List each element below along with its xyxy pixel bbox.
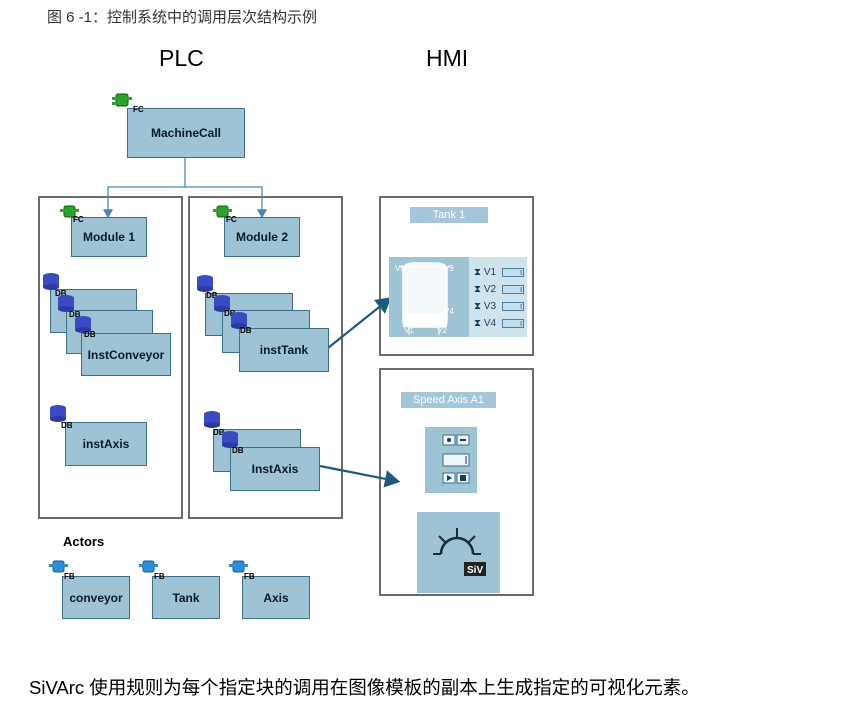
hmi-tank-frame [379,196,534,356]
database-icon [204,411,220,428]
actor-conveyor-block: conveyor [62,576,130,619]
valve-icon: ⧗ [474,267,482,278]
tank-label-v3: V3 [444,264,454,273]
database-icon [75,316,91,333]
fb-icon [49,560,68,573]
database-icon [214,295,230,312]
module1-label: Module 1 [82,230,135,244]
valve-icon: ⧗ [474,301,482,312]
database-icon [222,431,238,448]
hmi-axis-frame [379,368,534,596]
module2-frame [188,196,343,519]
tank-label-v5: V5 [395,264,405,273]
valve-value-field[interactable]: I [502,302,525,311]
database-icon [231,312,247,329]
db-icon-label: DB [61,421,73,430]
valve-label: V4 [483,318,497,329]
axis-screen-title: Speed Axis A1 [401,392,496,408]
axis-control-faceplate [425,427,477,493]
database-icon [58,295,74,312]
instaxis-block: instAxis [65,422,147,466]
db-icon-label: DB [232,446,244,455]
fc-icon-label: FC [133,105,144,114]
valve-label: V2 [483,284,497,295]
db-icon-label: DB [206,291,218,300]
valve-value-field[interactable]: I [502,319,525,328]
fc-icon-label: FC [73,215,84,224]
figure-caption: 图 6 -1：控制系统中的调用层次结构示例 [47,9,318,26]
database-icon [43,273,59,290]
call-line-module2 [185,186,268,219]
db-icon-label: DB [69,310,81,319]
module2-label: Module 2 [235,230,288,244]
instconveyor-block: InstConveyor [81,333,171,376]
valve-value-field[interactable]: I [502,285,525,294]
tank-label-v4: V4 [444,307,454,316]
actor-tank-block: Tank [152,576,220,619]
arrow-axis-to-hmi [319,464,401,488]
tank-vessel-icon [389,257,469,337]
siv-logo: SiV [467,565,484,576]
footer-text: SiVArc 使用规则为每个指定块的调用在图像模板的副本上生成指定的可视化元素。 [29,677,700,698]
actor-axis-block: Axis [242,576,310,619]
arrow-tank-to-hmi [327,297,392,349]
actors-label: Actors [63,534,105,549]
database-icon [197,275,213,292]
plc-title: PLC [159,45,204,71]
db-icon-label: DB [84,330,96,339]
insttank-label: instTank [259,343,309,357]
valve-label: V3 [483,301,497,312]
insttank-block: instTank [239,328,329,372]
instaxis-right-block: InstAxis [230,447,320,491]
valve-icon: ⧗ [474,318,482,329]
module1-frame [38,196,183,519]
call-line-module1 [102,158,186,219]
db-icon-label: DB [240,326,252,335]
module2-block: Module 2 [224,217,300,257]
fc-icon [60,205,79,218]
speed-knob-icon [417,512,500,593]
fc-icon [213,205,232,218]
database-icon [50,405,66,422]
tank-label-v2: V2 [437,326,447,335]
machinecall-label: MachineCall [150,126,222,140]
actor-axis-label: Axis [263,590,289,605]
fb-icon-label: FB [244,572,255,581]
valve-row: ⧗ V3 I [474,301,525,312]
actor-conveyor-label: conveyor [69,590,123,605]
valve-row: ⧗ V2 I [474,284,525,295]
fb-icon-label: FB [64,572,75,581]
valve-icon: ⧗ [474,284,482,295]
db-icon-label: DB [213,428,225,437]
fb-icon-label: FB [154,572,165,581]
fb-icon [229,560,248,573]
fc-icon [112,93,132,107]
fb-icon [139,560,158,573]
db-icon-label: DB [55,289,67,298]
tank-screen-title: Tank 1 [410,207,488,223]
actor-tank-label: Tank [172,590,200,605]
tank-label-v1: V1 [404,326,414,335]
hmi-title: HMI [426,45,469,71]
valve-label: V1 [483,267,497,278]
instaxis-right-label: InstAxis [251,462,299,476]
module1-block: Module 1 [71,217,147,257]
db-icon-label: DB [224,309,236,318]
instaxis-label: instAxis [82,437,130,451]
valve-row: ⧗ V4 I [474,318,525,329]
instconveyor-label: InstConveyor [87,347,165,362]
machinecall-block: MachineCall [127,108,245,158]
valve-row: ⧗ V1 I [474,267,525,278]
fc-icon-label: FC [226,215,237,224]
valve-value-field[interactable]: I [502,268,525,277]
